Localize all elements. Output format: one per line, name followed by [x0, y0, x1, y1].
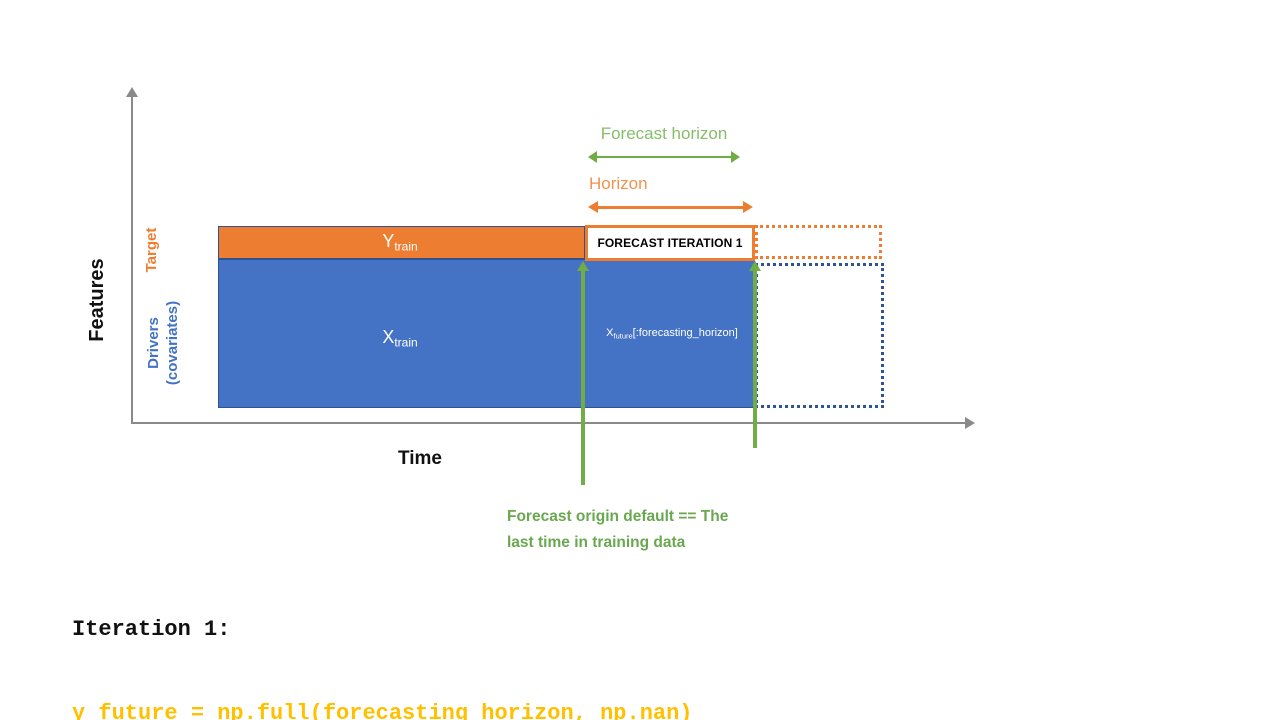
y-train-subscript: train — [394, 239, 418, 254]
horizon-arrow-icon — [588, 201, 753, 213]
x-future-label: Xfuture[:forecasting_horizon] — [597, 327, 747, 341]
left-arrowhead-icon — [588, 201, 598, 213]
features-axis-line — [131, 96, 133, 423]
x-train-subscript: train — [394, 335, 418, 350]
x-future-subscript: future — [613, 331, 633, 341]
y-train-symbol: Y — [382, 231, 395, 251]
horizon-end-arrowhead-icon — [749, 261, 761, 271]
x-future-slice: [:forecasting_horizon] — [632, 327, 738, 339]
target-row-label: Target — [143, 227, 160, 273]
features-axis-label: Features — [86, 258, 108, 342]
y-train-bar — [218, 226, 585, 259]
left-arrowhead-icon — [588, 151, 597, 163]
right-arrowhead-icon — [965, 417, 975, 429]
horizon-end-arrow-line — [753, 270, 757, 448]
code-line-1: Iteration 1: — [72, 617, 231, 642]
y-train-label: Ytrain — [340, 231, 460, 254]
horizon-label: Horizon — [589, 174, 648, 193]
right-arrowhead-icon — [731, 151, 740, 163]
future-drivers-dotted-box — [755, 263, 884, 408]
up-arrowhead-icon — [126, 87, 138, 97]
code-block: Iteration 1: y_future = np.full(forecast… — [72, 560, 983, 720]
forecast-horizon-label: Forecast horizon — [600, 124, 728, 143]
drivers-row-label: Drivers (covariates) — [145, 300, 181, 386]
code-line-2: y_future = np.full(forecasting_horizon, … — [72, 701, 693, 720]
time-axis-label: Time — [397, 448, 442, 469]
x-future-symbol: X — [606, 327, 614, 339]
forecast-iteration-box: FORECAST ITERATION 1 — [585, 225, 755, 261]
future-target-dotted-box — [755, 225, 882, 259]
x-train-symbol: X — [382, 327, 395, 347]
forecast-origin-note: Forecast origin default == The last time… — [507, 508, 729, 551]
x-train-block — [218, 259, 755, 408]
right-arrowhead-icon — [743, 201, 753, 213]
time-axis-line — [131, 422, 967, 424]
x-train-label: Xtrain — [340, 327, 460, 350]
forecast-iteration-label: FORECAST ITERATION 1 — [597, 236, 743, 250]
forecast-horizon-arrow-icon — [588, 151, 740, 163]
forecast-origin-arrow-line — [581, 270, 585, 485]
forecast-origin-arrowhead-icon — [577, 261, 589, 271]
